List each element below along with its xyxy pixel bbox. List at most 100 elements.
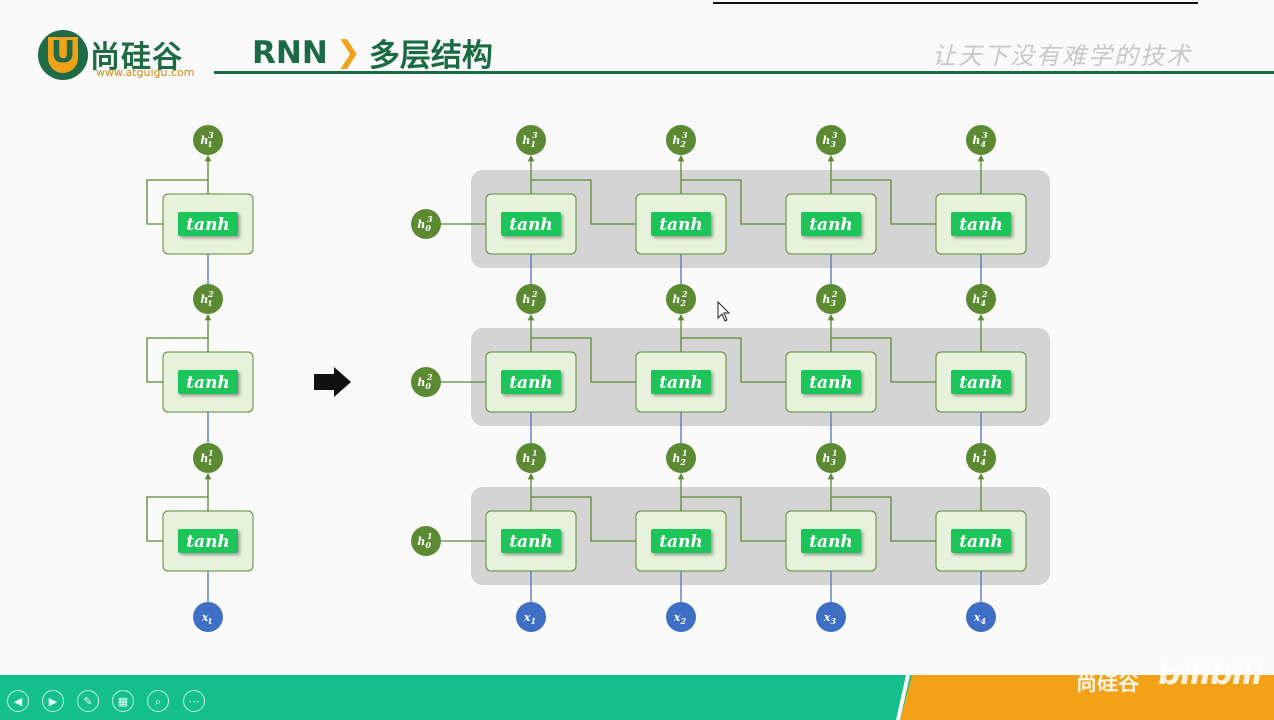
tanh-label: tanh — [186, 532, 230, 552]
tanh-label: tanh — [959, 532, 1003, 552]
hidden-state-node — [966, 284, 996, 314]
input-node — [193, 602, 223, 632]
recurrent-arrow — [531, 496, 653, 545]
recurrent-arrow — [831, 337, 953, 386]
initial-state-node — [411, 367, 441, 397]
input-node-label: x1 — [523, 611, 536, 626]
tanh-block — [801, 529, 861, 553]
page-title: RNN ❯ 多层结构 — [252, 30, 493, 75]
input-node — [516, 602, 546, 632]
layer-background — [471, 487, 1050, 585]
title-main: 多层结构 — [368, 38, 493, 74]
top-line — [713, 2, 1198, 4]
hidden-state-node-label: h21 — [672, 448, 687, 467]
initial-state-node — [411, 526, 441, 556]
pen-icon[interactable]: ✎ — [77, 690, 99, 712]
hidden-state-node — [193, 284, 223, 314]
hidden-state-node — [966, 443, 996, 473]
recurrent-arrow — [681, 337, 803, 386]
hidden-state-node-label: h22 — [672, 289, 688, 308]
hidden-state-node — [816, 443, 846, 473]
hidden-state-node-label: h43 — [972, 130, 988, 149]
input-node-label: x2 — [673, 611, 687, 626]
mouse-cursor-icon — [717, 300, 731, 322]
hidden-state-node-label: h11 — [522, 448, 537, 467]
hidden-state-node-label: ht1 — [200, 448, 213, 467]
title-prefix: RNN — [252, 34, 328, 71]
hidden-state-node — [193, 443, 223, 473]
hidden-state-node — [666, 125, 696, 155]
tanh-block — [651, 529, 711, 553]
tanh-label: tanh — [809, 215, 853, 235]
tanh-block — [501, 212, 561, 236]
input-node-label: x3 — [823, 611, 837, 626]
recurrent-arrow — [681, 179, 803, 228]
tanh-block — [801, 212, 861, 236]
zoom-icon[interactable]: ⌕ — [147, 690, 169, 712]
initial-state-node-label: h02 — [417, 372, 433, 391]
watermark-text: 尚硅谷 — [1076, 671, 1139, 695]
tanh-block — [801, 370, 861, 394]
hidden-state-node — [516, 284, 546, 314]
tanh-block — [951, 212, 1011, 236]
tanh-block — [651, 370, 711, 394]
input-node — [816, 602, 846, 632]
tanh-label: tanh — [509, 532, 553, 552]
hidden-state-node-label: ht3 — [200, 130, 214, 149]
hidden-state-node-label: ht2 — [200, 289, 214, 308]
prev-icon[interactable]: ◀ — [7, 690, 29, 712]
hidden-state-node-label: h23 — [672, 130, 688, 149]
tanh-label: tanh — [959, 373, 1003, 393]
logo-name: 尚硅谷 — [90, 40, 183, 75]
slogan: 让天下没有难学的技术 — [932, 42, 1192, 70]
input-node-label: x4 — [973, 611, 987, 626]
initial-state-node — [411, 209, 441, 239]
hidden-state-node-label: h13 — [522, 130, 538, 149]
tanh-block — [178, 370, 238, 394]
tanh-label: tanh — [809, 373, 853, 393]
logo-badge: U — [38, 30, 88, 80]
hidden-state-node — [816, 284, 846, 314]
tanh-label: tanh — [509, 373, 553, 393]
bottom-accent — [900, 675, 1274, 720]
logo-u-mark: U — [48, 37, 78, 73]
input-node — [666, 602, 696, 632]
logo: U 尚硅谷 www.atguigu.com — [36, 28, 216, 84]
hidden-state-node-label: h12 — [522, 289, 538, 308]
hidden-state-node — [193, 125, 223, 155]
tanh-block — [501, 370, 561, 394]
recurrent-arrow — [681, 496, 803, 545]
tanh-block — [951, 370, 1011, 394]
tanh-block — [651, 212, 711, 236]
initial-state-node-label: h03 — [417, 214, 433, 233]
hidden-state-node — [966, 125, 996, 155]
tanh-label: tanh — [186, 373, 230, 393]
recurrent-loop-arrow — [146, 337, 208, 386]
tanh-block — [178, 212, 238, 236]
recurrent-arrow — [531, 337, 653, 386]
hidden-state-node — [816, 125, 846, 155]
input-node — [966, 602, 996, 632]
tanh-label: tanh — [659, 532, 703, 552]
logo-url: www.atguigu.com — [96, 66, 195, 79]
hidden-state-node-label: h33 — [822, 130, 838, 149]
layer-background — [471, 170, 1050, 268]
tanh-label: tanh — [659, 373, 703, 393]
tanh-label: tanh — [659, 215, 703, 235]
grid-icon[interactable]: ▦ — [112, 690, 134, 712]
next-icon[interactable]: ▶ — [42, 690, 64, 712]
recurrent-arrow — [831, 179, 953, 228]
tanh-block — [501, 529, 561, 553]
initial-state-node-label: h01 — [417, 531, 432, 550]
hidden-state-node — [516, 443, 546, 473]
tanh-label: tanh — [809, 532, 853, 552]
hidden-state-node-label: h42 — [972, 289, 988, 308]
hidden-state-node — [666, 284, 696, 314]
recurrent-arrow — [531, 179, 653, 228]
hidden-state-node-label: h31 — [822, 448, 837, 467]
tanh-label: tanh — [186, 215, 230, 235]
hidden-state-node — [516, 125, 546, 155]
tanh-block — [178, 529, 238, 553]
more-icon[interactable]: ⋯ — [183, 690, 205, 712]
